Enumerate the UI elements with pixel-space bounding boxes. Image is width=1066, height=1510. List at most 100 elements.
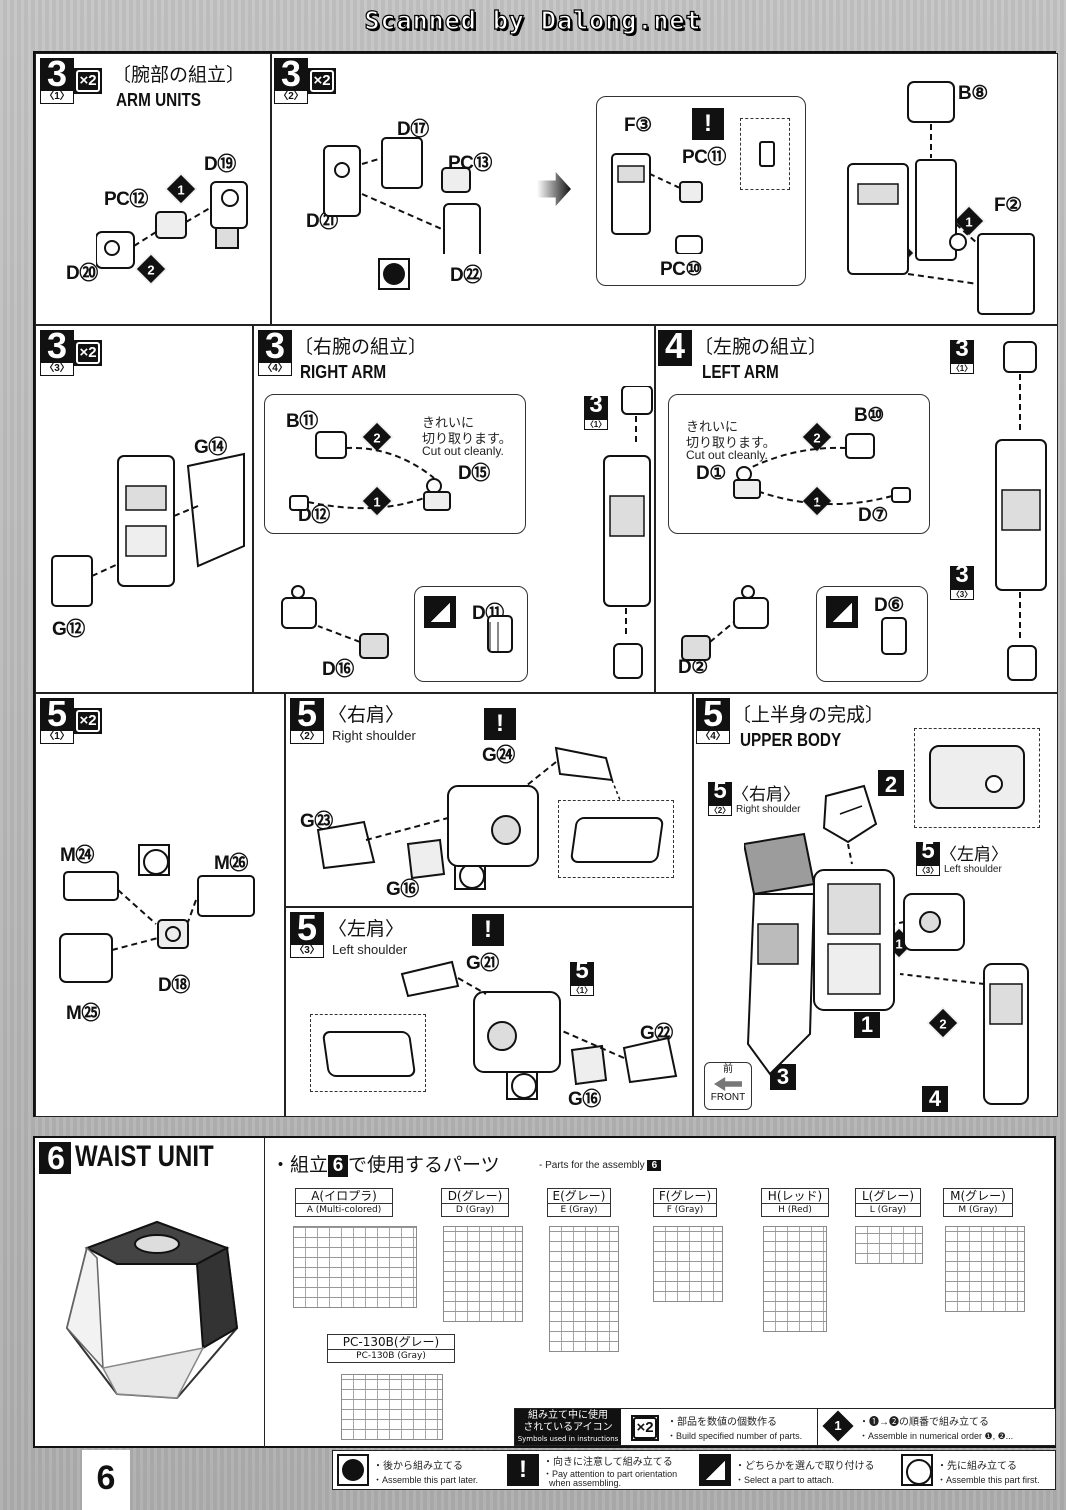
runner-m-image (945, 1226, 1025, 1312)
runner-e-image (549, 1226, 619, 1352)
step-title-jp: 〈右肩〉 (328, 704, 405, 726)
runner-label-h: H(レッド)H (Red) (761, 1188, 829, 1217)
step-ref-badge: 5〈1〉 (570, 957, 594, 996)
legend-x2-en: ・Build specified number of parts. (667, 1431, 803, 1441)
assemble-first-icon (138, 844, 170, 876)
upper-arm-parts-illustration (323, 137, 481, 254)
select-part-icon (424, 596, 456, 628)
step-badge: 3〈3〉 (40, 326, 74, 376)
x2-quantity-icon: ×2 (631, 1415, 659, 1441)
left-arm-assembly-illustration (995, 341, 1047, 681)
waist-title-area (35, 1138, 265, 1448)
part-label: PC⑫ (104, 189, 148, 210)
legend-first-jp: ・先に組み立てる (937, 1461, 1017, 1472)
legend-first-en: ・Assemble this part first. (937, 1475, 1040, 1485)
hand-illustration (681, 585, 907, 661)
front-label-en: FRONT (710, 1092, 746, 1103)
x2-quantity-icon: ×2 (308, 68, 336, 94)
cut-note-jp2: 切り取ります。 (686, 435, 776, 450)
part-label: B⑩ (854, 405, 884, 426)
part-label: D⑯ (322, 659, 354, 680)
step-badge: 5〈1〉 (40, 694, 74, 744)
step-ref-badge: 3〈3〉 (950, 561, 974, 600)
panel-step-5-3: 5〈3〉 〈左肩〉 Left shoulder ! G㉑ G㉒ G⑯ 5〈1〉 (285, 907, 693, 1117)
panel-step-4: 4 〔左腕の組立〕 LEFT ARM きれいに 切り取ります。 Cut out … (655, 325, 1058, 693)
order-1-icon: 1 (822, 1410, 854, 1442)
right-shoulder-ref-jp: 〈右肩〉 (732, 785, 800, 805)
callout-1: 1 (854, 1012, 880, 1038)
attention-icon: ! (484, 708, 516, 740)
step-title-en: UPPER BODY (740, 730, 842, 750)
part-label: M㉖ (214, 853, 248, 874)
part-label: F② (994, 195, 1022, 216)
step-title-jp: 〔右腕の組立〕 (294, 336, 428, 358)
part-label: G㉓ (300, 811, 333, 832)
cut-note-en: Cut out cleanly. (422, 444, 504, 458)
panel-step-3-2: 3〈2〉 ×2 D⑰ PC⑬ D㉑ D㉒ F③ ! PC⑪ PC⑩ (271, 53, 1058, 325)
step-badge: 6 (39, 1140, 71, 1176)
page-number: 6 (82, 1450, 130, 1510)
runner-a-image (293, 1226, 417, 1308)
step-title-en: LEFT ARM (702, 362, 779, 382)
runner-l-image (855, 1226, 923, 1264)
attention-icon: ! (507, 1454, 539, 1486)
step-ref-badge: 5〈2〉 (708, 777, 732, 816)
part-label: G⑯ (568, 1089, 601, 1110)
part-label: M㉔ (60, 845, 94, 866)
scan-credit: Scanned by Dalong.net (364, 5, 702, 35)
legend-order-jp: ・❶→❷の順番で組み立てる (859, 1417, 989, 1428)
assemble-later-icon (378, 258, 410, 290)
step-badge: 3〈2〉 (274, 54, 308, 104)
legend-attention-jp: ・向きに注意して組み立てる (543, 1457, 673, 1468)
symbol-legend-bottom: ・後から組み立てる ・Assemble this part later. ! ・… (332, 1450, 1056, 1490)
instruction-frame: 3〈1〉 ×2 〔腕部の組立〕 ARM UNITS D⑲ PC⑫ D⑳ 1 2 … (33, 51, 1058, 1117)
panel-step-3-4: 3〈4〉 〔右腕の組立〕 RIGHT ARM B⑪ きれいに 切り取ります。 C… (253, 325, 655, 693)
step-title-jp: 〔左腕の組立〕 (694, 336, 828, 358)
left-shoulder-ref-jp: 〈左肩〉 (940, 845, 1008, 865)
callout-2: 2 (878, 770, 904, 797)
front-label-jp: 前 (723, 1064, 733, 1075)
legend-later-jp: ・後から組み立てる (373, 1461, 463, 1472)
attention-icon: ! (692, 108, 724, 140)
panel-step-5-4: 5〈4〉 〔上半身の完成〕 UPPER BODY 5〈2〉 〈右肩〉 Right… (693, 693, 1058, 1117)
runner-label-m: M(グレー)M (Gray) (943, 1188, 1013, 1217)
step-title-en: Right shoulder (332, 728, 416, 743)
panel-step-3-1: 3〈1〉 ×2 〔腕部の組立〕 ARM UNITS D⑲ PC⑫ D⑳ 1 2 (35, 53, 271, 325)
panel-step-3-3: 3〈3〉 ×2 G⑭ G⑫ (35, 325, 253, 693)
runner-label-a: A(イロプラ)A (Multi-colored) (295, 1188, 393, 1217)
part-label: M㉕ (66, 1003, 100, 1024)
forearm-armor-illustration (51, 452, 245, 607)
step-ref-badge: 5〈3〉 (916, 837, 940, 876)
wrist-joint-illustration (733, 433, 911, 506)
part-label: G⑫ (52, 619, 85, 640)
upper-body-illustration (744, 784, 1029, 1105)
legend-select-en: ・Select a part to attach. (735, 1475, 835, 1485)
hand-joint-bubble (264, 394, 526, 534)
front-indicator: 前 FRONT (704, 1062, 752, 1110)
assemble-first-icon (506, 1068, 538, 1100)
right-shoulder-illustration (316, 746, 621, 880)
shoulder-joint-illustration (611, 153, 703, 254)
arm-joint-illustration (96, 181, 248, 269)
part-label: D⑱ (158, 975, 190, 996)
select-part-icon (826, 596, 858, 628)
step-title-jp: 〔上半身の完成〕 (732, 704, 885, 726)
legend-attention-en2: when assembling. (549, 1478, 622, 1488)
runner-label-e: E(グレー)E (Gray) (547, 1188, 611, 1217)
runner-pc130b-image (341, 1374, 443, 1440)
callout-4: 4 (922, 1086, 948, 1112)
runner-d-image (443, 1226, 523, 1322)
runner-label-pc130b: PC-130B(グレー)PC-130B (Gray) (327, 1334, 455, 1363)
legend-later-en: ・Assemble this part later. (373, 1475, 479, 1485)
step-title-en: ARM UNITS (116, 90, 201, 110)
part-label: PC⑩ (660, 259, 702, 280)
part-label: G⑭ (194, 437, 227, 458)
legend-order-en: ・Assemble in numerical order ❶, ❷... (859, 1431, 1014, 1441)
step-badge: 3〈4〉 (258, 326, 292, 376)
right-shoulder-ref-en: Right shoulder (736, 804, 801, 815)
part-label: B⑧ (958, 83, 988, 104)
shoulder-joint-illustration (59, 871, 255, 983)
front-arrow-icon (714, 1077, 742, 1091)
